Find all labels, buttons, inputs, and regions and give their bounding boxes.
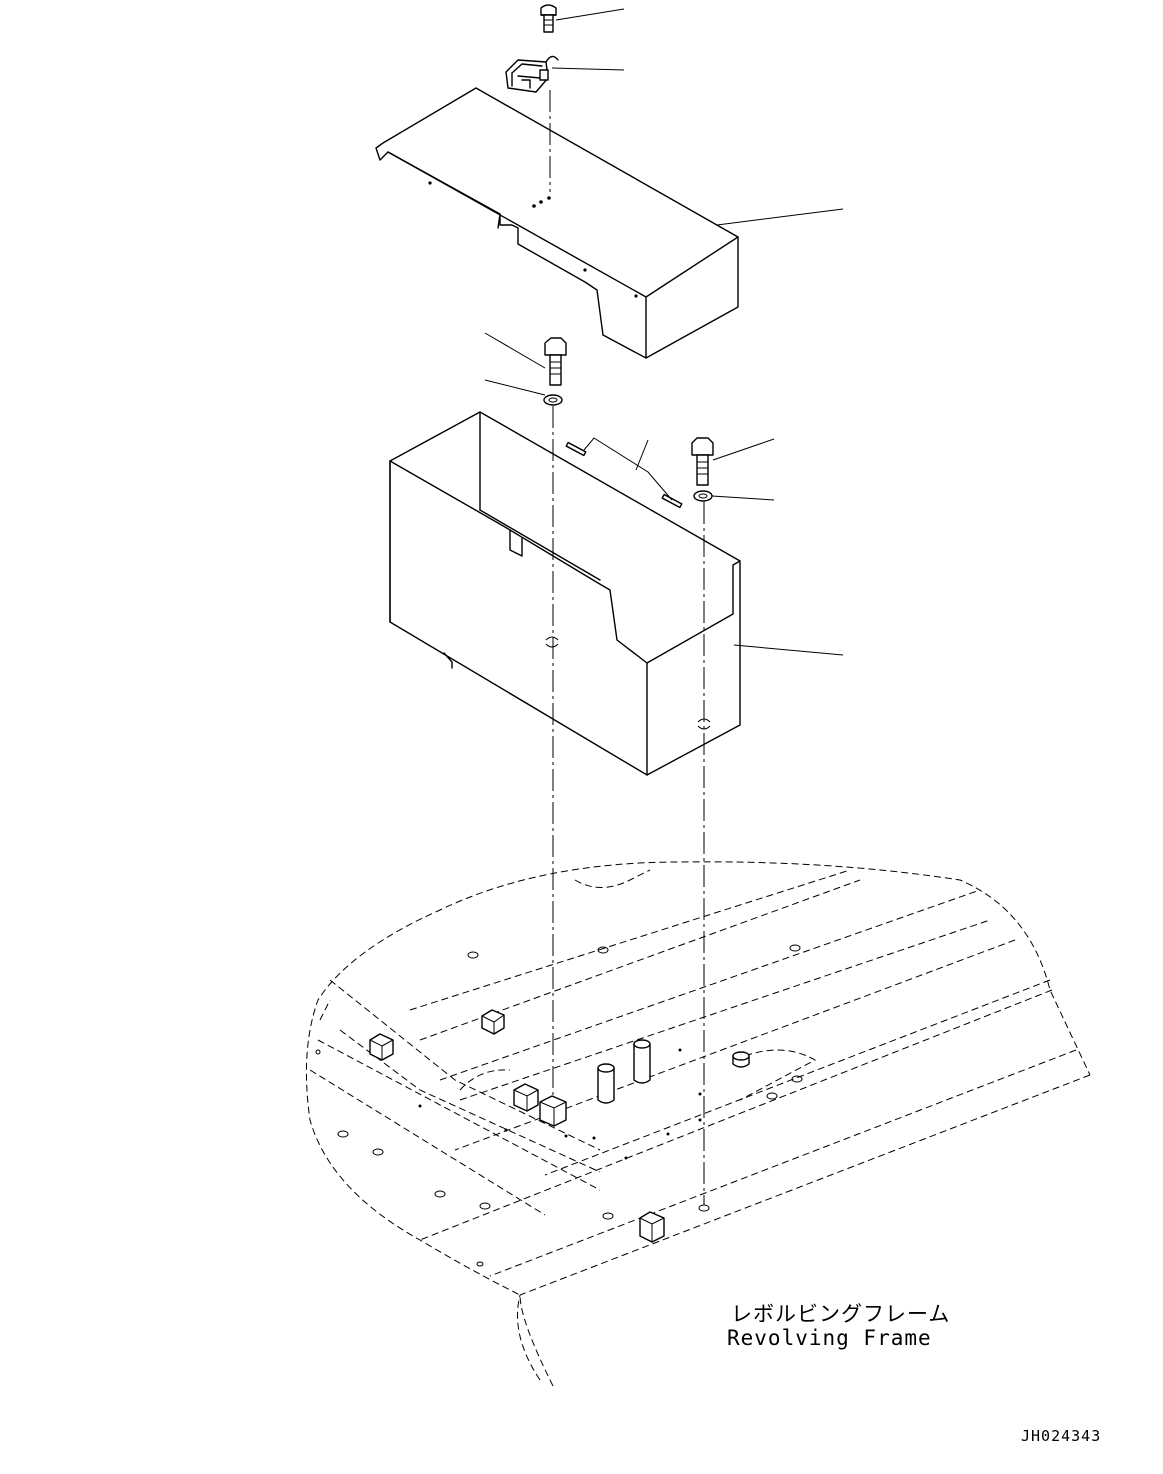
lock-latch: [505, 55, 559, 93]
leader-line: [733, 644, 844, 656]
frame-block: [369, 1033, 394, 1061]
left-washer: [543, 394, 563, 406]
leader-line: [716, 208, 844, 226]
frame-block: [513, 1083, 539, 1112]
drawing-number: JH024343: [1021, 1427, 1102, 1445]
right-washer: [693, 490, 713, 502]
leader-line: [555, 8, 625, 21]
frame-block: [539, 1095, 567, 1127]
frame-boss: [597, 1063, 615, 1104]
frame-label-japanese: レボルビングフレーム: [731, 1302, 951, 1326]
revolving-frame: [305, 861, 1091, 1387]
leader-line: [711, 495, 775, 501]
battery-box: [389, 411, 741, 776]
battery-box-cover: [375, 87, 739, 359]
frame-holes: [315, 944, 803, 1267]
left-bolt: [544, 337, 567, 386]
frame-block: [481, 1009, 505, 1035]
leader-line: [484, 379, 546, 396]
leader-line: [712, 438, 775, 461]
leader-line: [551, 67, 625, 71]
frame-block: [639, 1211, 665, 1243]
leader-line: [484, 332, 546, 369]
frame-boss: [633, 1039, 651, 1084]
right-bolt: [691, 437, 714, 486]
top-screw: [540, 4, 557, 33]
leader-line: [635, 439, 649, 471]
frame-boss: [732, 1051, 750, 1068]
frame-label-english: Revolving Frame: [727, 1326, 932, 1350]
